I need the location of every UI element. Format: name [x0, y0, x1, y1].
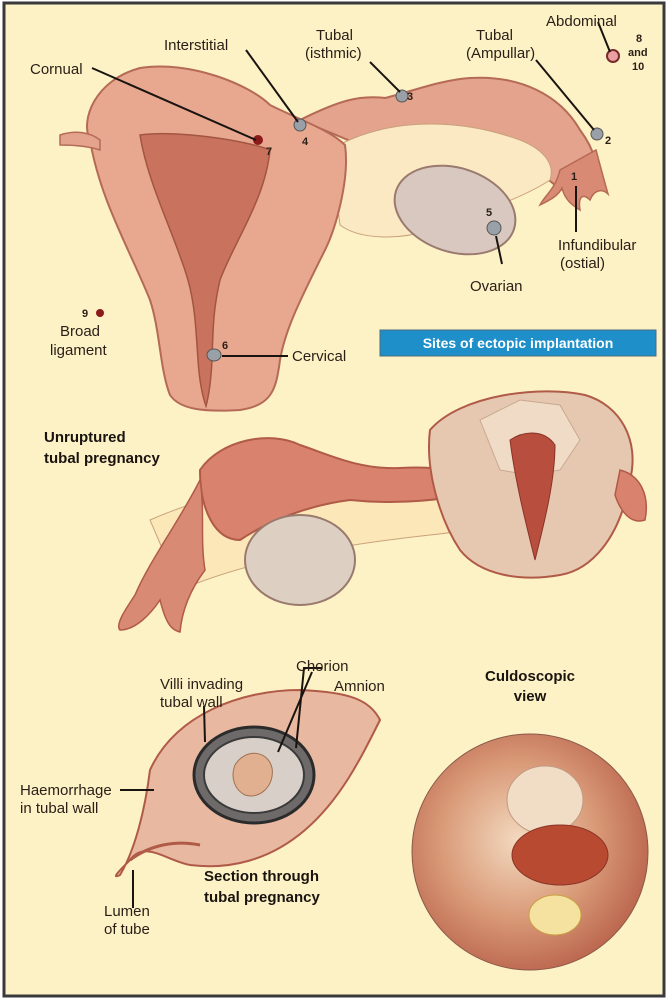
label-infundibular-line1: Infundibular: [558, 237, 636, 254]
label-infundibular-line2: (ostial): [560, 255, 605, 272]
label-broad-line2: ligament: [50, 342, 108, 359]
unruptured-heading-line2: tubal pregnancy: [44, 450, 161, 467]
num-abdominal-bot: 10: [632, 61, 644, 73]
label-broad-line1: Broad: [60, 323, 100, 340]
label-haemorrhage-line1: Haemorrhage: [20, 782, 112, 799]
culdoscopic-bright-area: [529, 895, 581, 935]
label-chorion: Chorion: [296, 658, 349, 675]
label-isthmic-line1: Tubal: [316, 27, 353, 44]
section-heading-line2: tubal pregnancy: [204, 889, 321, 906]
ovary-middle: [245, 515, 355, 605]
num-abdominal-top: 8: [636, 33, 642, 45]
label-lumen-line1: Lumen: [104, 903, 150, 920]
num-infundibular: 1: [571, 171, 577, 183]
label-ampullar-line2: (Ampullar): [466, 45, 535, 62]
site-dot-broad-ligament: [96, 309, 104, 317]
num-broad-ligament: 9: [82, 308, 88, 320]
culdoscopic-haemorrhage: [512, 825, 608, 885]
label-cervical: Cervical: [292, 348, 346, 365]
num-ampullar: 2: [605, 135, 611, 147]
label-amnion: Amnion: [334, 678, 385, 695]
site-dot-ovarian: [487, 221, 501, 235]
label-cornual: Cornual: [30, 61, 83, 78]
label-interstitial: Interstitial: [164, 37, 228, 54]
leader-villi: [204, 706, 205, 742]
site-dot-cervical: [207, 349, 221, 361]
label-ampullar-line1: Tubal: [476, 27, 513, 44]
banner-text: Sites of ectopic implantation: [423, 335, 614, 351]
section-heading-line1: Section through: [204, 868, 319, 885]
culdoscopic-heading-line1: Culdoscopic: [485, 668, 575, 685]
label-lumen-line2: of tube: [104, 921, 150, 938]
num-abdominal-mid: and: [628, 47, 648, 59]
site-dot-interstitial: [294, 119, 306, 131]
num-interstitial: 4: [302, 136, 309, 148]
num-ovarian: 5: [486, 207, 492, 219]
label-abdominal: Abdominal: [546, 13, 617, 30]
culdoscopic-heading-line2: view: [514, 688, 547, 705]
label-villi-line2: tubal wall: [160, 694, 223, 711]
label-isthmic-line2: (isthmic): [305, 45, 362, 62]
label-haemorrhage-line2: in tubal wall: [20, 800, 98, 817]
num-cornual: 7: [266, 146, 272, 158]
site-dot-abdominal: [607, 50, 619, 62]
culdoscopic-ovary: [507, 766, 583, 834]
unruptured-heading-line1: Unruptured: [44, 429, 126, 446]
label-villi-line1: Villi invading: [160, 676, 243, 693]
label-ovarian: Ovarian: [470, 278, 523, 295]
num-cervical: 6: [222, 340, 228, 352]
num-isthmic: 3: [407, 91, 413, 103]
banner-sites-of-ectopic-implantation: Sites of ectopic implantation: [380, 330, 656, 356]
